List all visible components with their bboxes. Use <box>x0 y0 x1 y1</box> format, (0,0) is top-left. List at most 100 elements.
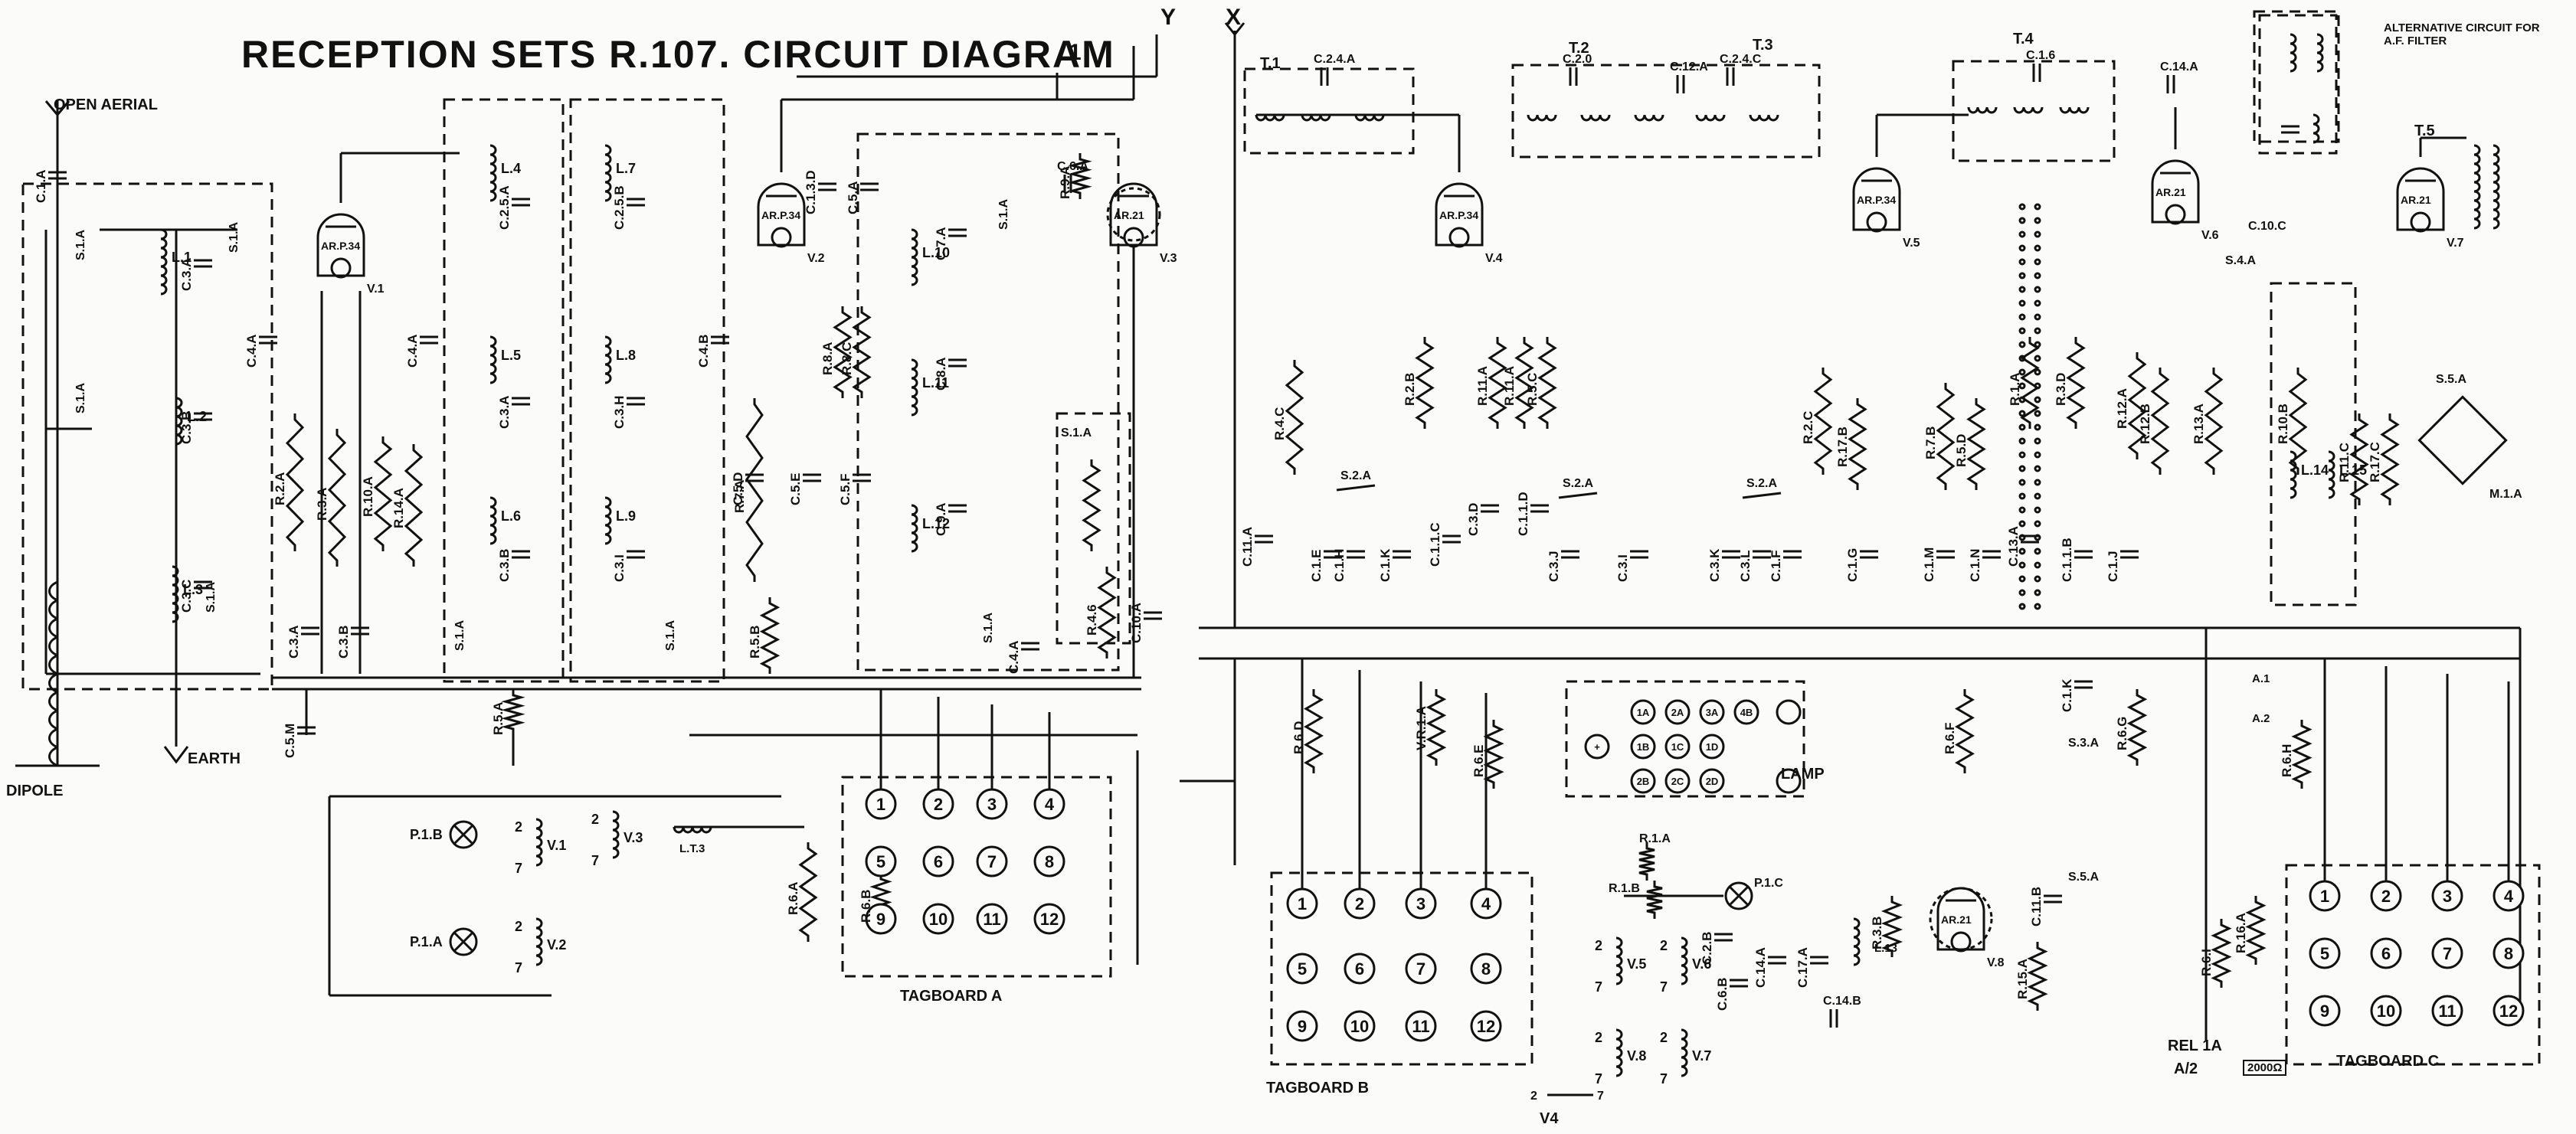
choke-dot <box>2018 244 2026 252</box>
resistor-label: R.3.B <box>1870 917 1884 949</box>
tag-number: 6 <box>934 852 943 871</box>
choke-dot <box>2018 506 2026 514</box>
coil-turn <box>489 363 497 375</box>
resistor <box>501 689 525 735</box>
coil-turn <box>2316 42 2324 54</box>
transformer-t3-label: T.3 <box>1753 37 1773 54</box>
choke-dot <box>2034 589 2041 596</box>
coil-turn <box>604 162 612 175</box>
resistor-label: R.6.I <box>2199 949 2214 976</box>
indicator-lamp <box>449 927 478 956</box>
terminal-y-label: Y <box>1160 5 1177 30</box>
resistor-label: R.11.A <box>1475 366 1490 406</box>
tag-circles <box>865 699 2525 1042</box>
relay-label: V.1 <box>547 838 566 853</box>
coil-turn <box>1536 114 1548 122</box>
component-label: M.1.A <box>2489 488 2522 501</box>
component-label: 2 <box>591 812 599 827</box>
coil-turn <box>1615 1065 1623 1077</box>
resistor <box>2204 368 2224 475</box>
resistor-label: R.2.A <box>273 472 287 505</box>
coil-turn <box>2328 478 2335 490</box>
capacitor-label: C.2.B <box>1700 932 1714 965</box>
capacitor-label: C.7.A <box>934 227 948 260</box>
coil-turn <box>1643 114 1655 122</box>
coil-turn <box>2290 487 2297 499</box>
component-label: 2 <box>1595 938 1602 953</box>
choke-dot <box>2018 286 2026 293</box>
component-label: 2 <box>1530 1090 1537 1103</box>
capacitor-label: C.17.A <box>1795 947 1810 988</box>
coil-turn <box>160 265 168 277</box>
choke-dot <box>2034 382 2041 390</box>
coil-turn <box>535 836 543 848</box>
dipole-twist <box>48 746 58 767</box>
choke-dot <box>2018 299 2026 307</box>
choke-dot <box>2034 547 2041 555</box>
coil-turn <box>2022 106 2034 114</box>
capacitor-label: C.1.F <box>1769 550 1783 582</box>
resistor-label: R.8.C <box>840 342 854 375</box>
coil-turn <box>1853 936 1861 948</box>
valve-type: AR.21 <box>2401 194 2431 206</box>
component-label: S.1.A <box>997 199 1010 230</box>
choke-dot <box>2018 258 2026 266</box>
screening-boxes <box>21 10 2541 1066</box>
coil-turn <box>1652 114 1664 122</box>
lamp-socket <box>1630 699 1656 725</box>
capacitor-label: C.3.A <box>286 626 301 659</box>
tag-number: 8 <box>2504 944 2513 963</box>
coil-label: L.9 <box>616 508 636 524</box>
relay-label: V.7 <box>1692 1048 1711 1064</box>
valve-ref: V.1 <box>367 283 385 296</box>
coil-turn <box>1615 946 1623 958</box>
resistor <box>2245 896 2267 965</box>
dipole-twist <box>48 599 58 620</box>
alternative-filter-box <box>2258 14 2338 155</box>
resistor-label: R.1.A <box>2008 373 2022 406</box>
tag-circle <box>2493 880 2525 912</box>
dipole-twist <box>48 636 58 657</box>
resistor-label: R.12.A <box>2115 388 2129 429</box>
tag-circle <box>1470 953 1502 985</box>
component-label: 7 <box>515 960 522 976</box>
coil-turn <box>2473 153 2481 165</box>
coil-turn <box>911 531 918 544</box>
capacitor-label: C.2.4.C <box>1720 53 1762 66</box>
coil-turn <box>2290 469 2297 481</box>
open-aerial-label: OPEN AERIAL <box>54 96 158 113</box>
component-label: 2 <box>1595 1030 1602 1045</box>
capacitor-label: C.1.1.B <box>2060 538 2074 582</box>
choke-dot <box>2018 575 2026 583</box>
tag-circle <box>1033 845 1065 877</box>
resistor-label: R.6.A <box>786 882 800 915</box>
tag-number: 2 <box>2381 887 2391 906</box>
coil-label: L.15 <box>2339 462 2367 478</box>
dipole-twist <box>48 709 58 730</box>
tag-number: 7 <box>2443 944 2452 963</box>
coil-turn <box>1681 1038 1688 1050</box>
coil-turn <box>1615 1047 1623 1059</box>
lamp-cross <box>453 931 474 953</box>
coil-turn <box>489 505 497 518</box>
coil-turn <box>175 433 183 446</box>
coil-turn <box>612 810 620 822</box>
tag-circle <box>1286 887 1318 920</box>
tag-circle <box>922 903 954 935</box>
resistor <box>2380 413 2400 505</box>
choke-dot <box>2018 313 2026 321</box>
choke-dot <box>2018 396 2026 404</box>
coil-turn <box>2077 106 2090 114</box>
resistor-label: R.10.A <box>361 476 375 517</box>
resistor-label: R.5.C <box>1525 373 1540 406</box>
choke-dot <box>2018 341 2026 348</box>
resistor <box>1514 337 1534 429</box>
coil-turn <box>489 181 497 193</box>
coil-turn <box>1714 114 1726 122</box>
capacitor-label: C.1.K <box>1378 548 1393 582</box>
diagram-title: RECEPTION SETS R.107. CIRCUIT DIAGRAM <box>241 33 1115 76</box>
coil-turn <box>604 524 612 536</box>
coil-turn <box>1615 1028 1623 1041</box>
capacitor-label: C.4.B <box>696 335 711 368</box>
tag-number: 5 <box>2320 944 2329 963</box>
